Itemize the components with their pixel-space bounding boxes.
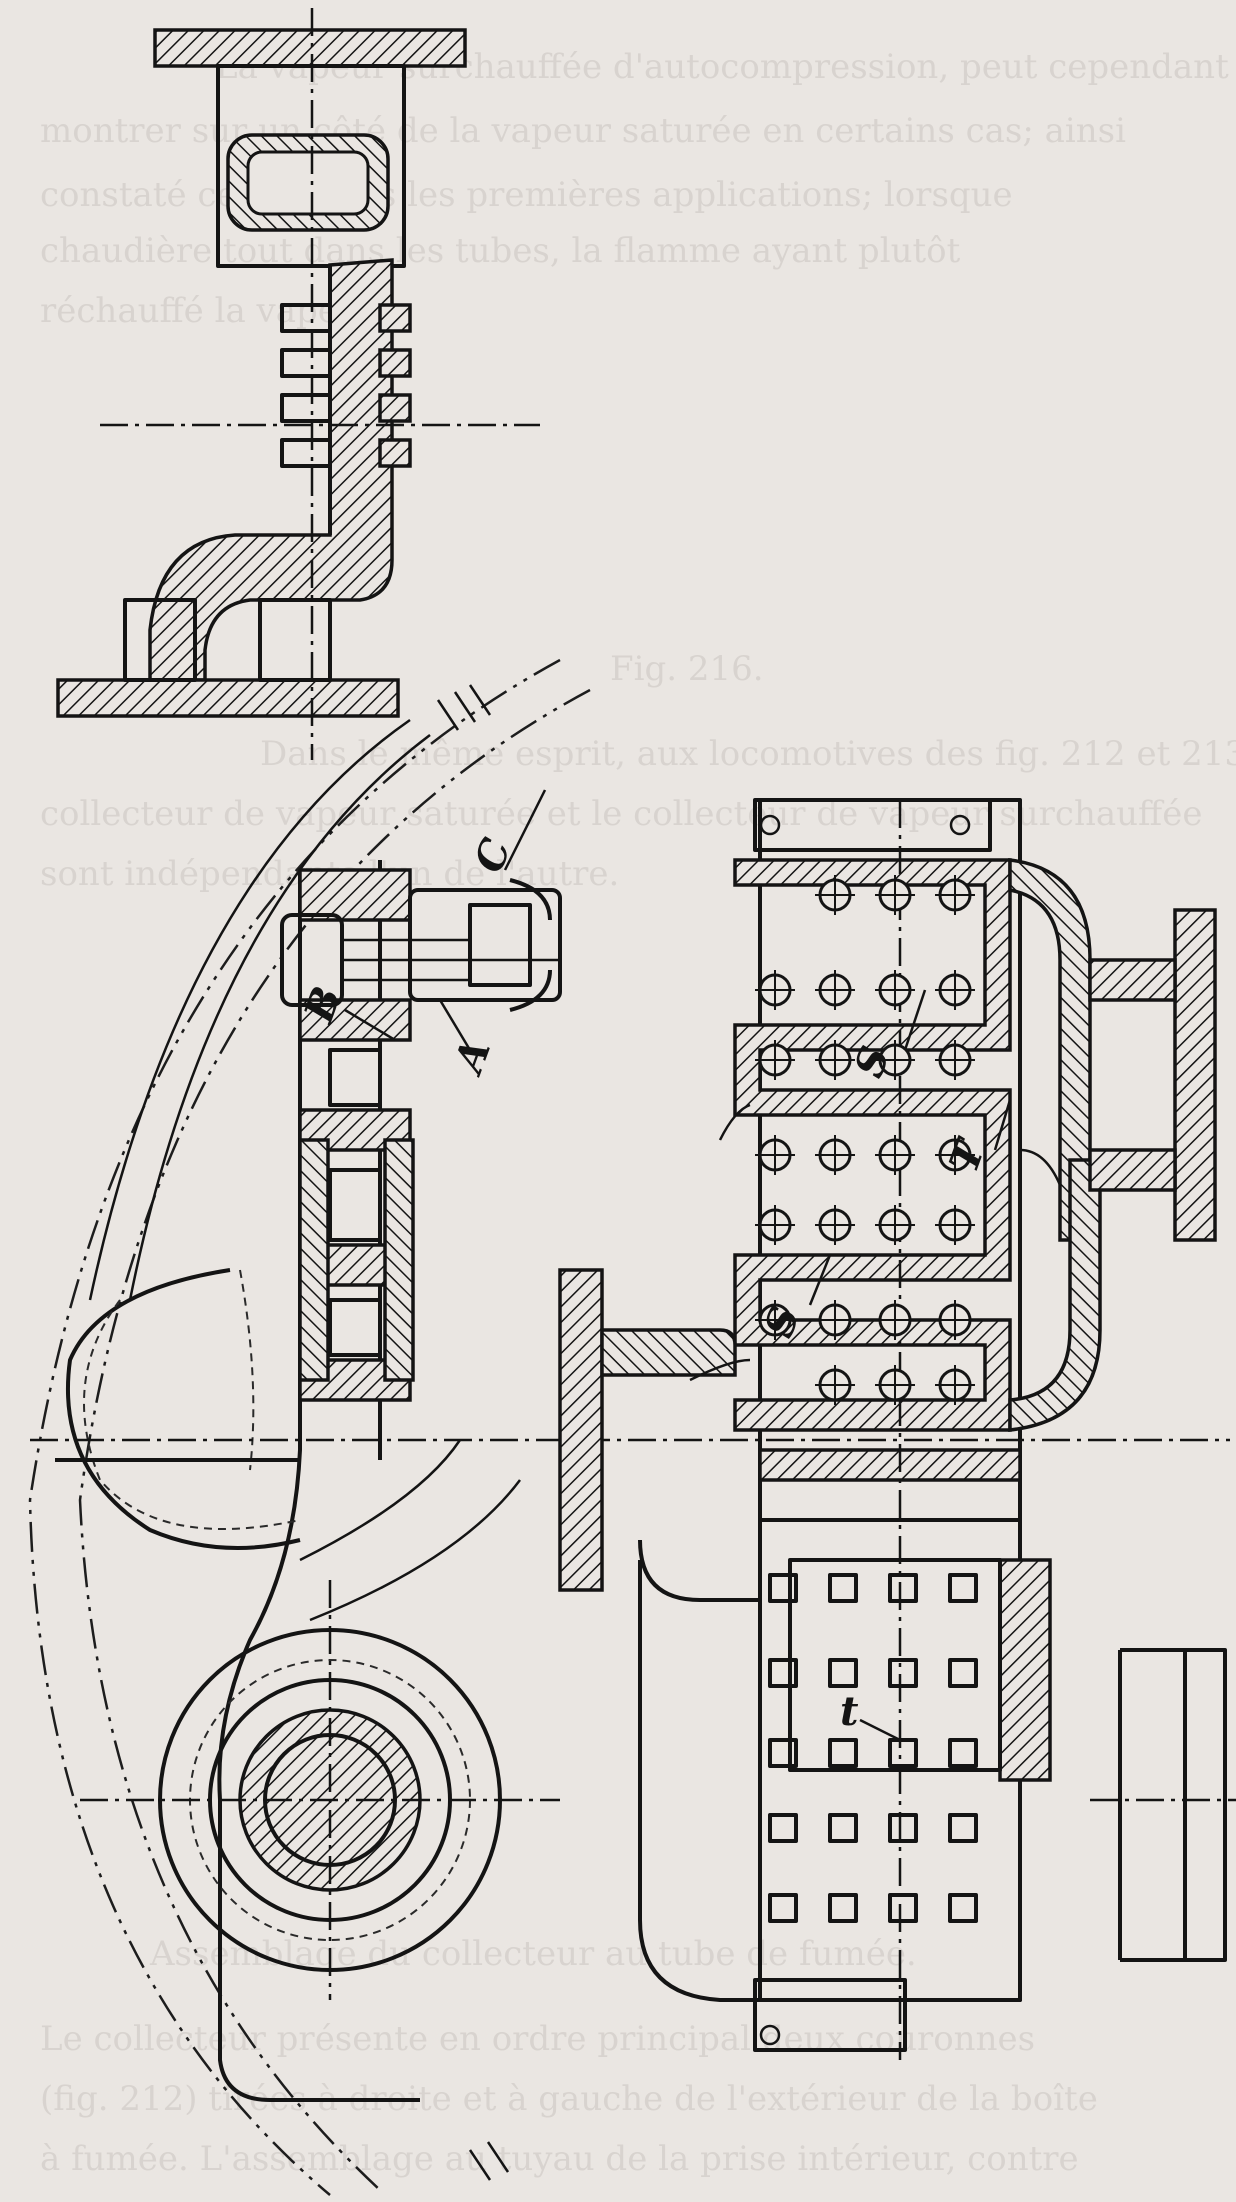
bleed-line: (fig. 212) tirées à droite et à gauche d…: [40, 2079, 1098, 2119]
stay-square: [888, 1893, 918, 1923]
bleed-line: réchauffé la vapeur.: [40, 291, 383, 331]
stay-square: [948, 1738, 978, 1768]
stay-square: [888, 1813, 918, 1843]
stay-square: [828, 1658, 858, 1688]
top-flange: [153, 28, 467, 68]
stay-square: [768, 1738, 798, 1768]
stay-square: [768, 1893, 798, 1923]
stay-square: [888, 1738, 918, 1768]
header-body: [30, 860, 1230, 2102]
serpentine-wall: [733, 858, 1012, 1432]
stay-square: [948, 1573, 978, 1603]
stay-square: [768, 1573, 798, 1603]
lower-ribs: [758, 1448, 1052, 2002]
fixing-bolts: [759, 814, 971, 2046]
bleed-line: Fig. 216.: [610, 649, 764, 689]
flow-arrow: [689, 1358, 751, 1382]
label-a: A: [444, 1033, 500, 1082]
stay-square: [948, 1893, 978, 1923]
flow-arrow: [1019, 1148, 1062, 1186]
bolt-assembly: [280, 878, 562, 1012]
lower-flange: [56, 678, 400, 718]
stay-square: [888, 1658, 918, 1688]
stay-square: [888, 1573, 918, 1603]
cooling-fins: [280, 303, 412, 468]
stay-square: [948, 1813, 978, 1843]
stay-square: [828, 1738, 858, 1768]
top-lug: [753, 798, 992, 852]
stay-square: [828, 1573, 858, 1603]
bleed-line: chaudière tout dans les tubes, la flamme…: [40, 231, 961, 271]
superheater-header: [558, 798, 1236, 2060]
bleed-line: constaté ce cas dans les premières appli…: [40, 175, 1013, 215]
stay-square: [828, 1813, 858, 1843]
inlet-flange: [558, 1268, 604, 1592]
tube-nest: [755, 875, 975, 1405]
bleed-line: collecteur de vapeur saturée et le colle…: [40, 794, 1202, 834]
lower-right-flange: [1183, 1648, 1227, 1962]
stay-squares: [768, 1573, 978, 1923]
outlet-flange: [1173, 908, 1217, 1242]
upper-branch-casting: [56, 8, 540, 760]
rib: [298, 868, 412, 922]
stay-square: [768, 1658, 798, 1688]
stay-square: [948, 1658, 978, 1688]
bottom-lug: [753, 1978, 907, 2052]
stay-square: [828, 1893, 858, 1923]
smokebox-arc: [28, 658, 591, 2196]
bleed-through-text: Là vapeur surchauffée d'autocompression,…: [40, 47, 1236, 2179]
flow-arrow: [718, 1103, 751, 1141]
label-t-bottom: t: [840, 1688, 859, 1735]
stay-square: [768, 1813, 798, 1843]
bleed-line: à fumée. L'assemblage au tuyau de la pri…: [40, 2139, 1079, 2179]
bleed-line: montrer sur un côté de la vapeur saturée…: [40, 111, 1126, 151]
bleed-line: Le collecteur présente en ordre principa…: [40, 2019, 1035, 2059]
bleed-line: Assemblage du collecteur au tube de fumé…: [149, 1934, 917, 1974]
